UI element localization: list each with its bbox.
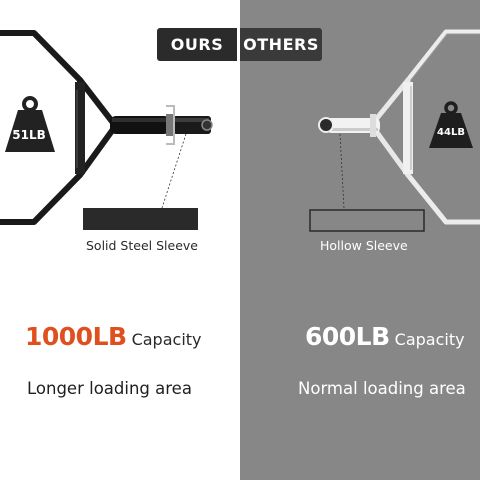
weight-icon	[5, 96, 55, 152]
ours-loading-area: Longer loading area	[27, 379, 192, 398]
others-capacity-word: Capacity	[394, 330, 465, 349]
solid-sleeve-swatch	[83, 208, 198, 230]
ours-hex-bar-illustration	[0, 30, 213, 230]
ours-sleeve-caption: Solid Steel Sleeve	[86, 238, 198, 253]
ours-capacity-value: 1000LB	[25, 322, 127, 351]
weight-icon	[429, 101, 473, 148]
others-loading-area: Normal loading area	[298, 379, 466, 398]
ours-capacity-word: Capacity	[131, 330, 202, 349]
ours-panel: 51LB Solid Steel Sleeve 1000LB Capacity …	[0, 30, 213, 398]
hollow-sleeve-swatch	[309, 209, 425, 232]
tab-others: OTHERS	[240, 28, 322, 61]
others-hex-bar-illustration	[309, 29, 480, 232]
others-panel: 44LB Hollow Sleeve 600LB Capacity Normal…	[240, 0, 480, 480]
others-capacity: 600LB Capacity	[305, 322, 465, 351]
others-sleeve-caption: Hollow Sleeve	[320, 238, 408, 253]
others-capacity-value: 600LB	[305, 322, 390, 351]
ours-capacity: 1000LB Capacity	[25, 322, 202, 351]
others-weight-label: 44LB	[437, 127, 465, 138]
ours-weight-label: 51LB	[12, 128, 46, 142]
tab-ours: OURS	[157, 28, 237, 61]
